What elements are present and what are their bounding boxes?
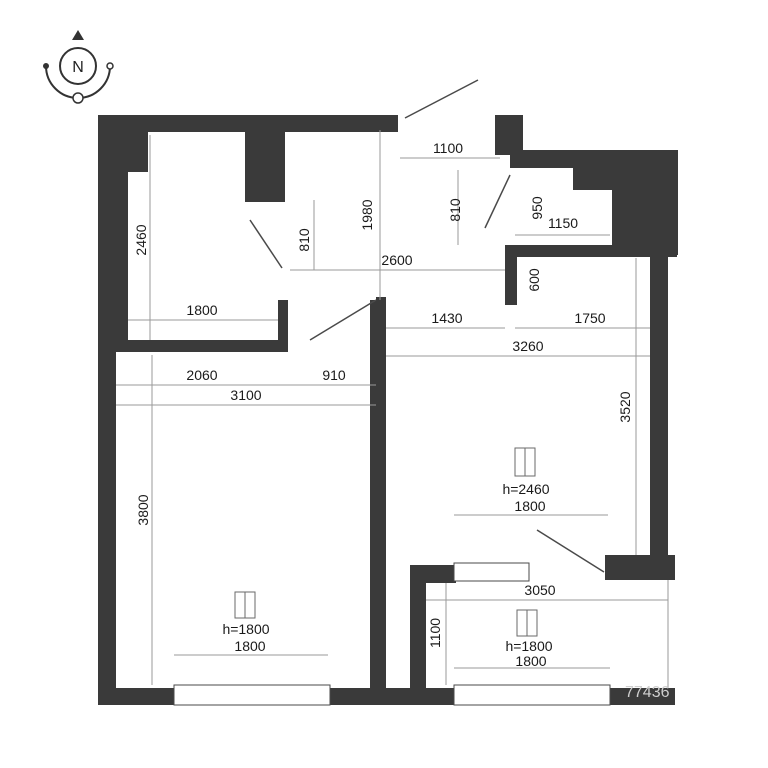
dim-910: 910 bbox=[322, 367, 346, 383]
dim-entrance-width: 1100 bbox=[433, 140, 463, 156]
window-icon-balcony bbox=[516, 609, 538, 637]
room-door-left bbox=[249, 219, 283, 269]
doors bbox=[249, 79, 605, 573]
dim-window-balcony: 1800 bbox=[515, 653, 546, 669]
dim-hall-length: 1980 bbox=[359, 199, 375, 230]
dim-1430: 1430 bbox=[431, 310, 462, 326]
dim-balcony-depth: 1100 bbox=[427, 618, 443, 648]
dim-hall-width: 2600 bbox=[381, 252, 412, 268]
watermark: 77436 bbox=[625, 684, 670, 701]
dim-room1-height: 2460 bbox=[133, 224, 149, 255]
dim-bath-door: 810 bbox=[447, 198, 463, 222]
compass-icon: N bbox=[43, 30, 114, 104]
dim-3520: 3520 bbox=[617, 391, 633, 422]
window-icon-left bbox=[234, 591, 256, 619]
window-right-room bbox=[453, 562, 530, 582]
dim-room1-width: 1800 bbox=[186, 302, 217, 318]
walls bbox=[98, 115, 678, 705]
dim-1750: 1750 bbox=[574, 310, 605, 326]
dim-bath-width: 1150 bbox=[548, 215, 578, 231]
window-icon-right bbox=[514, 447, 536, 477]
window-left-room bbox=[173, 684, 331, 706]
room-door-mid bbox=[309, 299, 377, 341]
dim-window-right: 1800 bbox=[514, 498, 545, 514]
dim-2060: 2060 bbox=[186, 367, 217, 383]
entrance-door bbox=[404, 79, 479, 119]
dim-window-left: 1800 bbox=[234, 638, 265, 654]
dim-3800: 3800 bbox=[135, 494, 151, 525]
window-height-right: h=2460 bbox=[502, 481, 549, 497]
dim-kitchen-stub: 600 bbox=[526, 268, 542, 292]
dim-3050: 3050 bbox=[524, 582, 555, 598]
dim-3260: 3260 bbox=[512, 338, 543, 354]
dim-room1-door: 810 bbox=[296, 228, 312, 252]
compass-label: N bbox=[72, 59, 84, 76]
balcony-door bbox=[536, 529, 605, 573]
window-balcony bbox=[453, 684, 611, 706]
window-height-left: h=1800 bbox=[222, 621, 269, 637]
dim-3100: 3100 bbox=[230, 387, 261, 403]
windows bbox=[173, 562, 611, 706]
dimension-lines bbox=[116, 130, 669, 688]
bath-door bbox=[484, 174, 511, 229]
window-height-balcony: h=1800 bbox=[505, 638, 552, 654]
dim-bath-depth: 950 bbox=[529, 196, 545, 220]
